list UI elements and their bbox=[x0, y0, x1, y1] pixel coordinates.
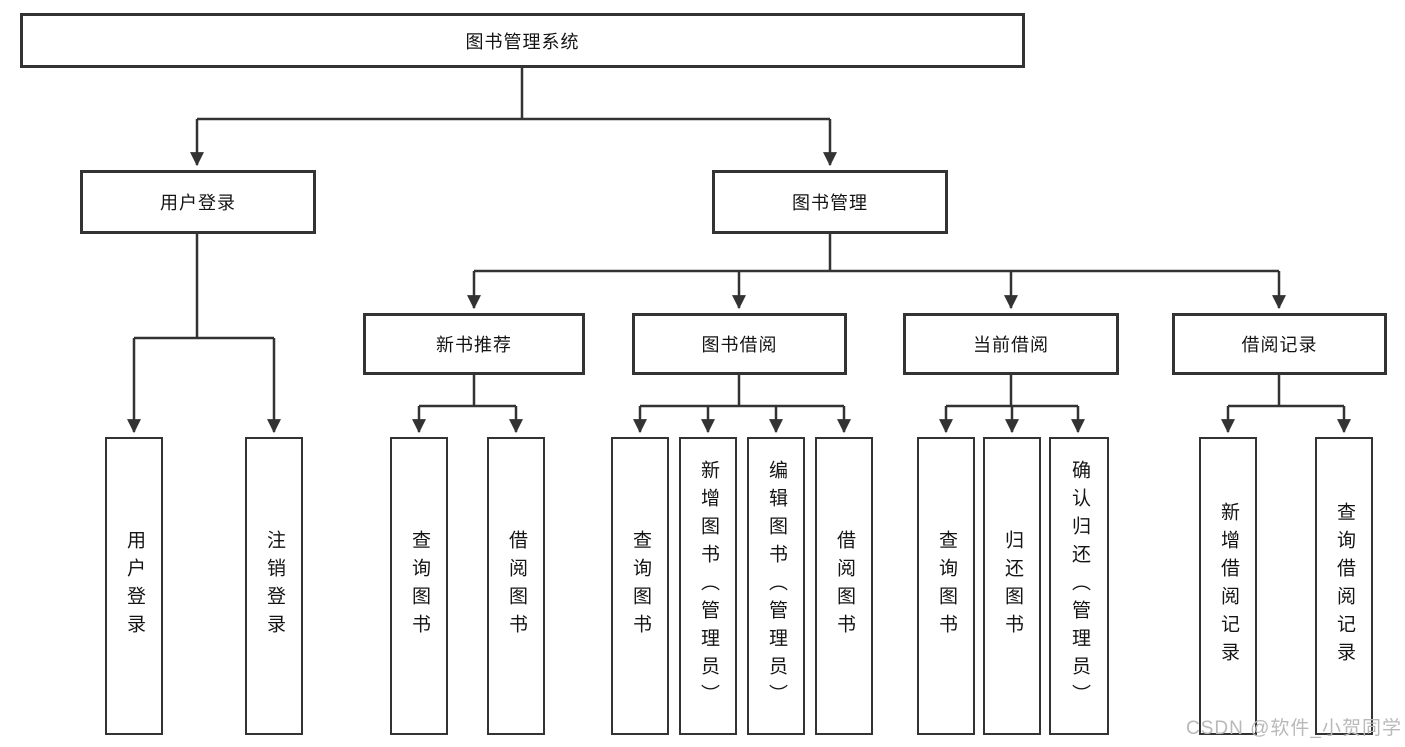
leaf-add-books-admin: 新增图书（管理员） bbox=[679, 437, 737, 735]
leaf-edit-books-admin-label: 编辑图书（管理员） bbox=[765, 460, 787, 712]
leaf-borrow-books-label: 借阅图书 bbox=[833, 530, 855, 642]
node-current-borrow: 当前借阅 bbox=[903, 313, 1119, 375]
leaf-newbooks-query-books: 查询图书 bbox=[390, 437, 448, 735]
leaf-newbooks-query-books-label: 查询图书 bbox=[408, 530, 430, 642]
leaf-user-login: 用户登录 bbox=[105, 437, 163, 735]
leaf-add-books-admin-label: 新增图书（管理员） bbox=[697, 460, 719, 712]
leaf-borrow-query-books: 查询图书 bbox=[611, 437, 669, 735]
node-book-management: 图书管理 bbox=[712, 170, 948, 234]
leaf-borrow-query-books-label: 查询图书 bbox=[629, 530, 651, 642]
watermark-text: CSDN @软件_小贺同学 bbox=[1186, 718, 1402, 739]
leaf-current-query-books-label: 查询图书 bbox=[935, 530, 957, 642]
node-borrow-records-label: 借阅记录 bbox=[1241, 335, 1318, 355]
leaf-confirm-return-admin: 确认归还（管理员） bbox=[1049, 437, 1109, 735]
node-new-book-recommend-label: 新书推荐 bbox=[436, 335, 512, 355]
leaf-confirm-return-admin-label: 确认归还（管理员） bbox=[1068, 460, 1090, 712]
leaf-newbooks-borrow-books: 借阅图书 bbox=[487, 437, 545, 735]
leaf-logout-label: 注销登录 bbox=[263, 530, 285, 642]
leaf-return-books-label: 归还图书 bbox=[1001, 530, 1023, 642]
leaf-edit-books-admin: 编辑图书（管理员） bbox=[747, 437, 805, 735]
node-user-login: 用户登录 bbox=[80, 170, 316, 234]
leaf-current-query-books: 查询图书 bbox=[917, 437, 975, 735]
node-current-borrow-label: 当前借阅 bbox=[973, 335, 1049, 355]
leaf-add-borrow-record: 新增借阅记录 bbox=[1199, 437, 1257, 735]
leaf-borrow-books: 借阅图书 bbox=[815, 437, 873, 735]
node-book-borrow-label: 图书借阅 bbox=[701, 335, 778, 355]
leaf-user-login-label: 用户登录 bbox=[123, 530, 145, 642]
leaf-logout: 注销登录 bbox=[245, 437, 303, 735]
leaf-return-books: 归还图书 bbox=[983, 437, 1041, 735]
node-new-book-recommend: 新书推荐 bbox=[363, 313, 585, 375]
leaf-query-borrow-record-label: 查询借阅记录 bbox=[1333, 502, 1355, 670]
leaf-add-borrow-record-label: 新增借阅记录 bbox=[1217, 502, 1239, 670]
node-library-system: 图书管理系统 bbox=[20, 13, 1025, 68]
node-book-management-label: 图书管理 bbox=[792, 193, 868, 213]
node-borrow-records: 借阅记录 bbox=[1172, 313, 1387, 375]
node-library-system-label: 图书管理系统 bbox=[465, 31, 580, 52]
leaf-query-borrow-record: 查询借阅记录 bbox=[1315, 437, 1373, 735]
node-book-borrow: 图书借阅 bbox=[632, 313, 847, 375]
node-user-login-label: 用户登录 bbox=[160, 193, 236, 213]
leaf-newbooks-borrow-books-label: 借阅图书 bbox=[505, 530, 527, 642]
